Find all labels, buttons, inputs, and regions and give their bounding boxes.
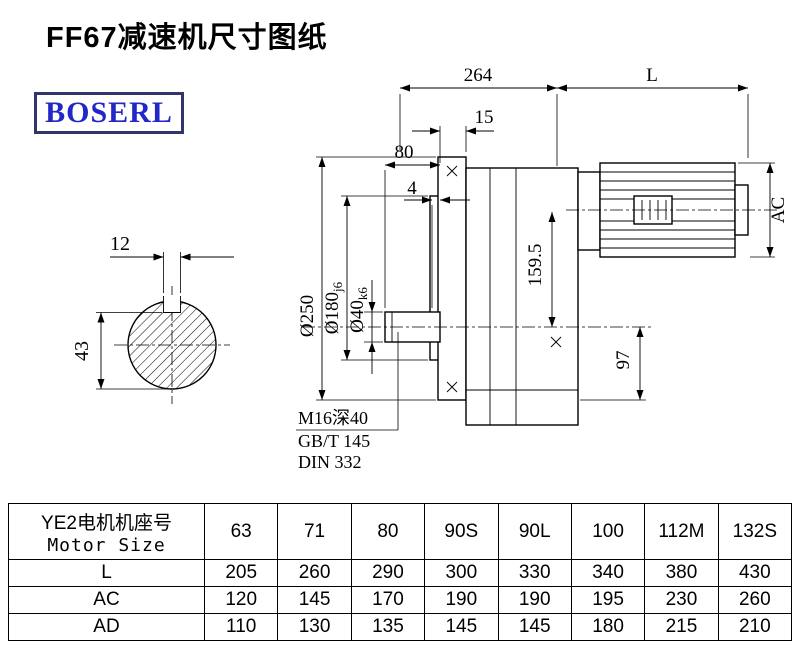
dim-key-height-label: 43 [71, 341, 93, 361]
dimension-key-height: 43 [71, 312, 170, 390]
brand-logo-text: BOSERL [45, 96, 173, 129]
motor-size-table: YE2电机机座号 Motor Size 63 71 80 90S 90L 100… [8, 503, 793, 641]
dim-159-5-label: 159.5 [525, 244, 546, 287]
table-cell: 180 [570, 613, 646, 641]
table-cell: 130 [277, 613, 352, 641]
col-header: 63 [203, 503, 279, 560]
motor-size-header-cell: YE2电机机座号 Motor Size [8, 503, 205, 560]
dimension-AC: AC [738, 162, 789, 258]
table-cell: 195 [570, 586, 646, 614]
keyway-notch [163, 296, 181, 313]
table-cell: 110 [203, 613, 279, 641]
table-cell: 205 [203, 559, 279, 587]
table-cell: 210 [717, 613, 793, 641]
mounting-flange [437, 156, 467, 401]
table-cell: 330 [497, 559, 572, 587]
dimension-shaft-dia: Ø40k6 [347, 280, 383, 374]
table-cell: 260 [277, 559, 352, 587]
tap-note-line3: DIN 332 [298, 452, 362, 472]
header-line2: Motor Size [47, 534, 166, 556]
table-cell: 340 [570, 559, 646, 587]
table-cell: 290 [350, 559, 426, 587]
dim-80-label: 80 [395, 142, 414, 163]
dim-97-label: 97 [613, 351, 634, 370]
technical-drawing: 12 43 [71, 65, 789, 472]
side-view [302, 156, 778, 426]
table-cell: 145 [497, 613, 572, 641]
table-row: AD 110 130 135 145 145 180 215 210 [8, 613, 793, 641]
col-header: 112M [644, 503, 719, 560]
table-cell: 170 [350, 586, 426, 614]
dim-key-width-label: 12 [110, 233, 130, 255]
table-cell: 230 [644, 586, 719, 614]
dimension-159-5: 159.5 [525, 212, 556, 327]
brand-logo-box: BOSERL [34, 92, 184, 134]
dimension-264: 264 [399, 65, 558, 166]
table-cell: 380 [644, 559, 719, 587]
shaft-section-circle [127, 300, 217, 390]
dimensions: 264 L 15 80 [296, 65, 789, 472]
dimension-spigot-dia: Ø180j6 [322, 195, 428, 361]
table-row: AC 120 145 170 190 190 195 230 260 [8, 586, 793, 614]
dimension-4: 4 [404, 178, 470, 308]
tap-note-line1: M16深40 [298, 408, 368, 428]
col-header: 71 [277, 503, 352, 560]
table-header-row: YE2电机机座号 Motor Size 63 71 80 90S 90L 100… [8, 503, 793, 560]
table-row: L 205 260 290 300 330 340 380 430 [8, 559, 793, 587]
dim-spigot-dia-label: Ø180j6 [322, 281, 345, 334]
table-cell: 120 [203, 586, 279, 614]
row-label: AC [8, 586, 205, 614]
dim-AC-label: AC [768, 197, 789, 223]
dimension-80: 80 [384, 142, 440, 308]
table-cell: 215 [644, 613, 719, 641]
page-title: FF67减速机尺寸图纸 [46, 22, 328, 54]
dimension-L: L [557, 65, 749, 158]
row-label: L [8, 559, 205, 587]
dimension-flange-dia: Ø250 [297, 156, 436, 401]
col-header: 100 [570, 503, 646, 560]
motor-adapter [577, 171, 601, 251]
col-header: 132S [717, 503, 793, 560]
table-cell: 190 [424, 586, 499, 614]
bolt-marks [446, 165, 562, 393]
col-header: 90L [497, 503, 572, 560]
table-cell: 300 [424, 559, 499, 587]
table-cell: 430 [717, 559, 793, 587]
table-cell: 145 [277, 586, 352, 614]
table-cell: 260 [717, 586, 793, 614]
table-cell: 190 [497, 586, 572, 614]
dimension-key-width: 12 [110, 233, 234, 293]
dim-shaft-dia-label: Ø40k6 [347, 287, 370, 333]
table-cell: 145 [424, 613, 499, 641]
gearbox-housing [465, 167, 579, 426]
dim-4-label: 4 [407, 178, 417, 199]
dimension-15: 15 [412, 107, 494, 163]
dim-264-label: 264 [464, 65, 493, 86]
dim-15-label: 15 [475, 107, 494, 128]
tap-note-line2: GB/T 145 [298, 431, 370, 451]
col-header: 90S [424, 503, 499, 560]
tap-note: M16深40 GB/T 145 DIN 332 [296, 332, 399, 472]
row-label: AD [8, 613, 205, 641]
dimension-97: 97 [580, 327, 646, 401]
header-line1: YE2电机机座号 [41, 512, 172, 534]
col-header: 80 [350, 503, 426, 560]
front-view: 12 43 [71, 233, 234, 404]
dim-flange-dia-label: Ø250 [297, 295, 318, 337]
dim-L-label: L [646, 65, 658, 86]
table-cell: 135 [350, 613, 426, 641]
motor-fins [600, 171, 735, 249]
